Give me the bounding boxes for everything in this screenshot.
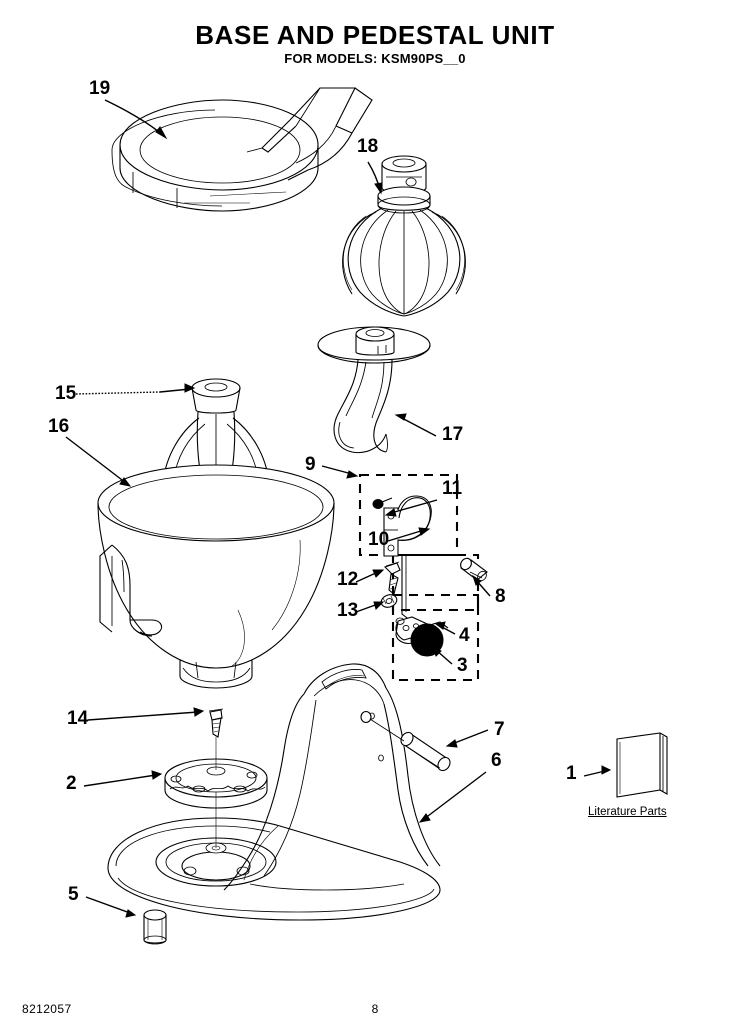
callout-number-11: 11	[442, 478, 463, 499]
callout-number-17: 17	[442, 424, 463, 445]
callout-number-4: 4	[459, 625, 470, 646]
callout-number-16: 16	[48, 416, 69, 437]
callout-number-14: 14	[67, 708, 89, 729]
callout-number-15: 15	[55, 383, 77, 404]
callout-number-3: 3	[457, 655, 468, 676]
page-subtitle: FOR MODELS: KSM90PS__0	[284, 51, 466, 66]
part-dough-hook	[317, 326, 431, 454]
callout-number-19: 19	[89, 78, 110, 99]
callout-number-7: 7	[494, 719, 505, 740]
footer-page-number: 8	[371, 1002, 379, 1016]
part-screw-12	[383, 561, 401, 595]
callout-number-2: 2	[66, 773, 77, 794]
callout-number-8: 8	[495, 586, 506, 607]
part-literature-book	[616, 732, 668, 798]
page-title: BASE AND PEDESTAL UNIT	[195, 20, 555, 50]
part-roll-pin-8	[460, 557, 488, 582]
part-hinge-pin	[360, 710, 451, 772]
part-stainless-bowl	[97, 464, 335, 689]
part-wire-whip	[342, 155, 466, 317]
callout-number-13: 13	[337, 600, 358, 621]
part-plate-screw	[208, 708, 224, 848]
callout-number-12: 12	[337, 569, 358, 590]
part-pedestal-base	[107, 663, 441, 921]
callout-number-10: 10	[368, 529, 389, 550]
footer-document-number: 8212057	[22, 1002, 72, 1016]
callout-number-9: 9	[305, 454, 316, 475]
part-pouring-shield	[111, 87, 373, 212]
callout-number-1: 1	[566, 763, 577, 784]
part-bracket-screw	[372, 497, 393, 509]
callout-leaders	[65, 99, 612, 918]
callout-number-6: 6	[491, 750, 502, 771]
part-lock-washer-13	[380, 594, 398, 608]
part-rubber-foot	[143, 909, 167, 945]
callout-number-5: 5	[68, 884, 79, 905]
literature-parts-label: Literature Parts	[588, 806, 667, 818]
callout-number-18: 18	[357, 136, 378, 157]
